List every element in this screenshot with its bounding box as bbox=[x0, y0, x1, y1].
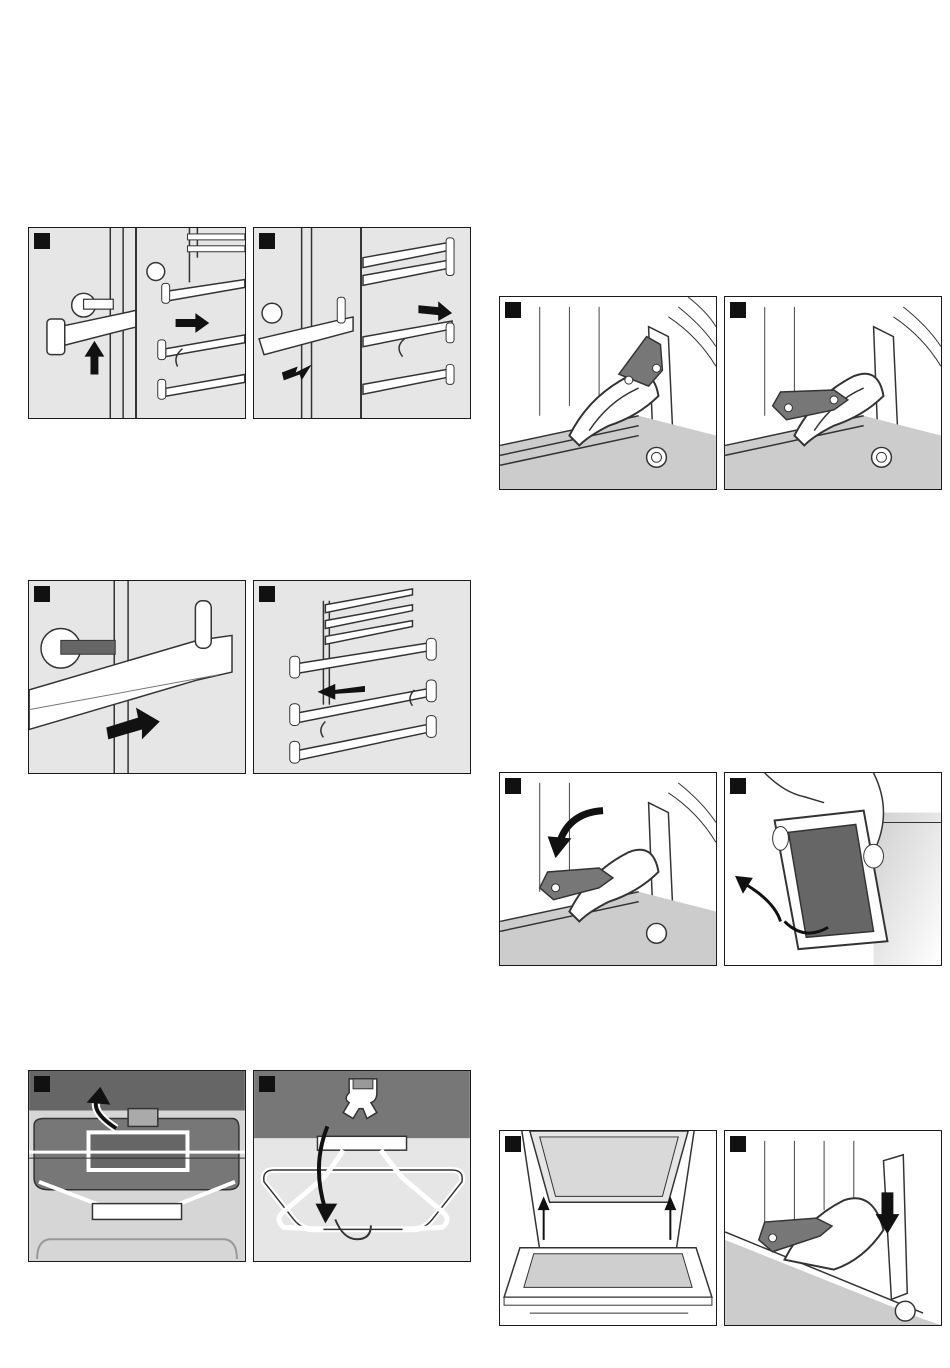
figure-door-lift-off bbox=[724, 772, 942, 966]
door-lift-off-illustration bbox=[725, 773, 941, 965]
step-marker bbox=[730, 1136, 746, 1152]
hinge-open-illustration bbox=[725, 297, 941, 489]
step-marker bbox=[730, 778, 746, 794]
rail-unhook-illustration bbox=[29, 228, 245, 418]
figure-rail-refit-detail bbox=[28, 580, 246, 774]
grill-element-hook-illustration bbox=[254, 1071, 470, 1261]
step-marker bbox=[34, 586, 50, 602]
figure-grill-element-lower bbox=[28, 1070, 246, 1262]
figure-hinge-fold bbox=[499, 772, 717, 966]
step-marker bbox=[730, 302, 746, 318]
grill-element-lower-illustration bbox=[29, 1071, 245, 1261]
figure-rail-unhook-overview bbox=[253, 227, 471, 419]
figure-hinge-closed bbox=[499, 296, 717, 490]
rail-pull-illustration bbox=[254, 228, 470, 418]
step-marker bbox=[505, 302, 521, 318]
step-marker bbox=[259, 586, 275, 602]
figure-grill-element-hook bbox=[253, 1070, 471, 1262]
figure-rail-unhook-detail bbox=[28, 227, 246, 419]
door-insert-illustration bbox=[500, 1131, 716, 1325]
step-marker bbox=[505, 1136, 521, 1152]
figure-rail-refit-overview bbox=[253, 580, 471, 774]
step-marker bbox=[34, 233, 50, 249]
hinge-fold-illustration bbox=[500, 773, 716, 965]
hinge-close-illustration bbox=[725, 1131, 941, 1325]
rail-assembly-illustration bbox=[254, 581, 470, 773]
step-marker bbox=[259, 1076, 275, 1092]
hinge-closed-illustration bbox=[500, 297, 716, 489]
figure-hinge-open bbox=[724, 296, 942, 490]
figure-hinge-close bbox=[724, 1130, 942, 1326]
step-marker bbox=[259, 233, 275, 249]
rail-push-illustration bbox=[29, 581, 245, 773]
figure-door-insert bbox=[499, 1130, 717, 1326]
step-marker bbox=[34, 1076, 50, 1092]
step-marker bbox=[505, 778, 521, 794]
